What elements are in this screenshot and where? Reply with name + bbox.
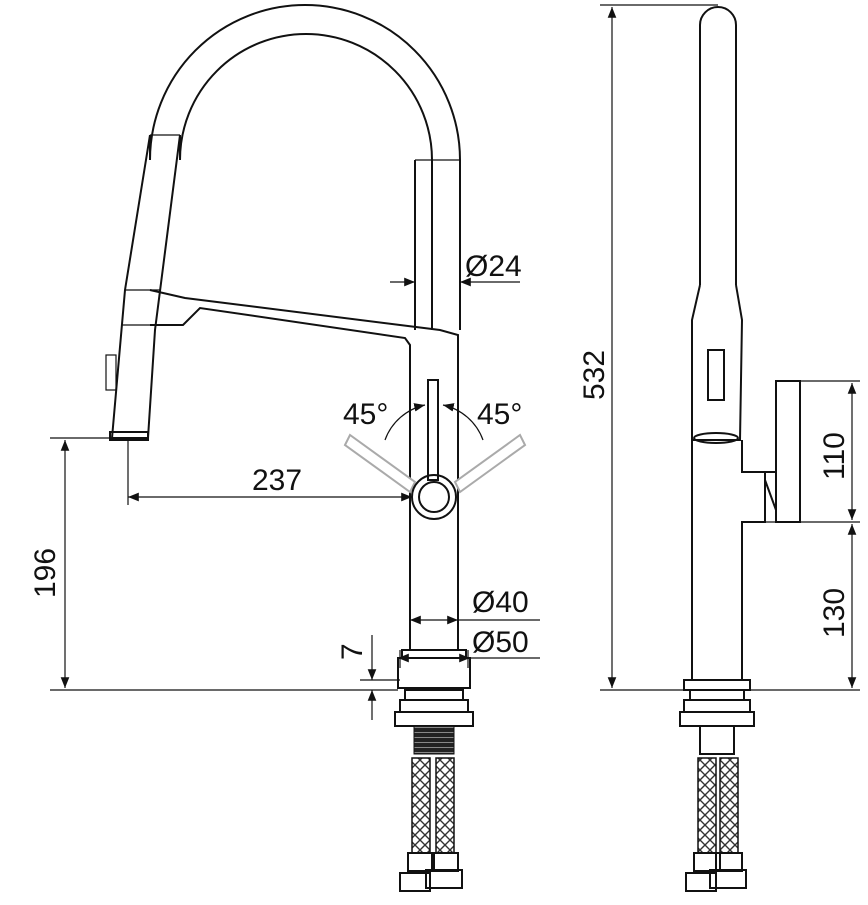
spout-diameter-label: Ø24 <box>465 250 522 283</box>
lever-angle-left-label: 45° <box>343 398 388 431</box>
dimension-lines-side <box>600 4 860 691</box>
holder-elevation-label: 130 <box>818 588 851 638</box>
lever-angle-right-label: 45° <box>477 398 522 431</box>
side-view: 532 110 130 <box>578 4 860 892</box>
body-diameter-label: Ø40 <box>472 586 529 619</box>
dimension-lines-front <box>50 277 540 720</box>
mounting-hardware <box>394 689 474 892</box>
reach-label: 237 <box>252 464 302 497</box>
front-view: Ø24 Ø40 Ø50 45° 45° 237 196 7 <box>29 4 540 892</box>
total-height-label: 532 <box>578 350 611 400</box>
holder-arm <box>149 289 459 355</box>
base-thickness-label: 7 <box>336 643 369 660</box>
lever <box>411 379 457 520</box>
spout-arc <box>149 4 461 330</box>
base-diameter-label: Ø50 <box>472 626 529 659</box>
side-mounting-hardware <box>679 689 755 892</box>
holder-height-label: 110 <box>818 432 851 480</box>
lever-ghosts <box>343 433 527 494</box>
spray-height-label: 196 <box>29 548 62 598</box>
pull-out-spray <box>105 134 181 441</box>
